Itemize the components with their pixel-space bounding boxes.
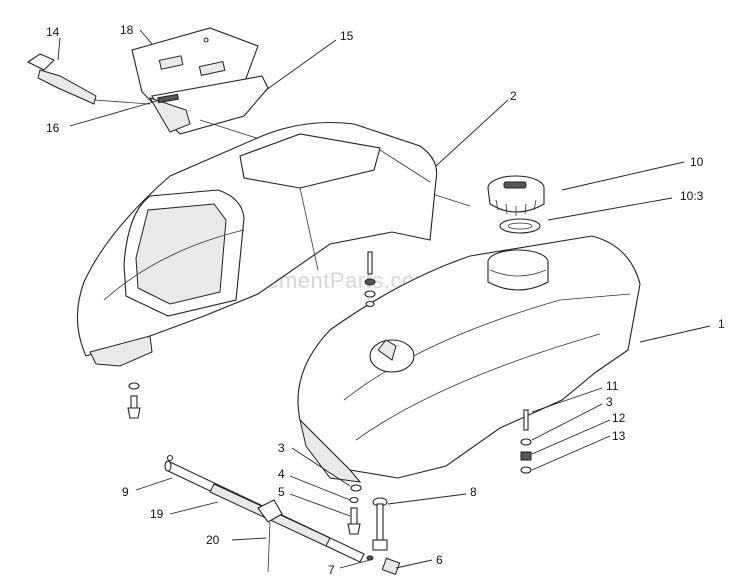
callout-labels: 14 18 15 16 2 10 10:3 1 11 3 12 13 3 4 5… xyxy=(46,23,725,577)
center-hardware-stack xyxy=(364,251,376,308)
callout-19: 19 xyxy=(150,507,164,521)
callout-15: 15 xyxy=(340,29,354,43)
callout-20: 20 xyxy=(206,533,220,547)
callout-16: 16 xyxy=(46,121,60,135)
callout-9: 9 xyxy=(122,485,129,499)
callout-14: 14 xyxy=(46,25,60,39)
part-19-fuel-line xyxy=(164,454,365,573)
part-2-rear-body xyxy=(76,122,438,367)
callout-3-right: 3 xyxy=(606,395,613,409)
callout-1: 1 xyxy=(718,317,725,331)
part-10-fuel-cap xyxy=(487,175,545,216)
callout-18: 18 xyxy=(120,23,134,37)
right-hardware-stack xyxy=(520,409,532,474)
callout-11: 11 xyxy=(606,379,619,393)
part-14-sender xyxy=(26,53,151,105)
left-hardware-stack xyxy=(127,382,141,419)
callout-2: 2 xyxy=(510,89,517,103)
part-10-3-gasket xyxy=(499,218,541,234)
part-8-fitting xyxy=(366,497,401,576)
callout-5: 5 xyxy=(278,485,285,499)
callout-4: 4 xyxy=(278,467,285,481)
callout-12: 12 xyxy=(612,411,626,425)
callout-6: 6 xyxy=(436,553,443,567)
callout-7: 7 xyxy=(328,563,335,577)
callout-10: 10 xyxy=(690,155,704,169)
leader-lines xyxy=(57,29,711,569)
callout-13: 13 xyxy=(612,429,626,443)
callout-10-3: 10:3 xyxy=(680,189,704,203)
callout-8: 8 xyxy=(470,485,477,499)
lower-hardware-stack xyxy=(347,484,362,535)
part-1-fuel-tank xyxy=(297,235,641,483)
callout-3-left: 3 xyxy=(278,441,285,455)
